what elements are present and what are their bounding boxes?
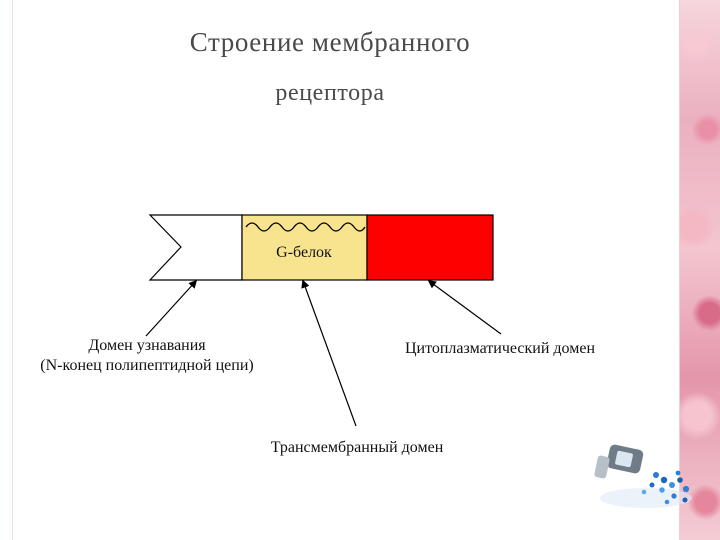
g-protein-label: G-белок (276, 244, 332, 261)
recognition-domain-label-line-2: (N-конец полипептидной цепи) (40, 357, 254, 374)
transmembrane-domain-label: Трансмембранный домен (270, 439, 444, 456)
recognition-domain-label-line-1: Домен узнавания (88, 337, 206, 354)
pill-bottle-icon (594, 444, 692, 508)
g-protein-wavy-line (245, 222, 366, 232)
recognition-domain-arrow (145, 279, 198, 337)
transmembrane-domain-arrow (301, 279, 357, 427)
left-border-rule (12, 0, 13, 540)
pink-floral-panel (679, 0, 720, 540)
title-line-2: рецептора (275, 80, 385, 106)
recognition-domain-shape (148, 214, 243, 281)
title-line-1: Строение мембранного (189, 27, 471, 57)
cytoplasmic-domain-arrow (427, 280, 502, 335)
cytoplasmic-domain-label: Цитоплазматический домен (404, 340, 596, 357)
recognition-domain-label: Домен узнавания (N-конец полипептидной ц… (18, 336, 276, 376)
cytoplasmic-domain-segment (366, 214, 494, 281)
